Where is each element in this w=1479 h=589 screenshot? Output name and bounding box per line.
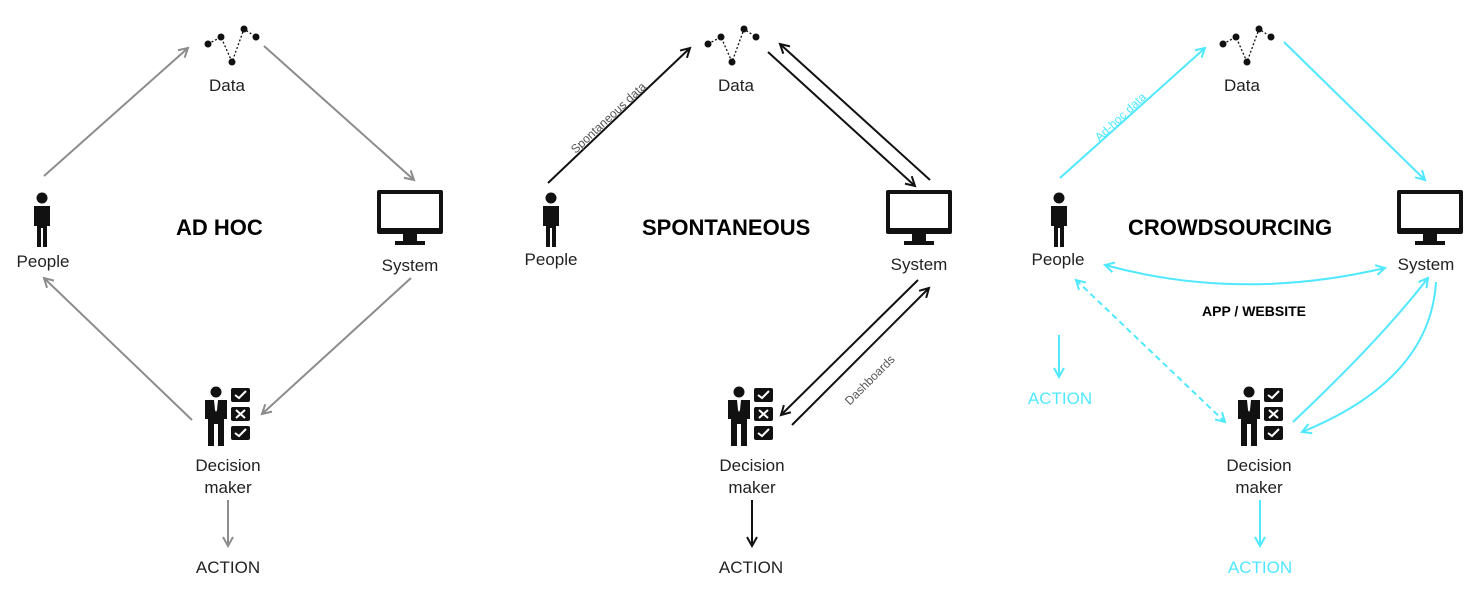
panel-title: CROWDSOURCING xyxy=(1128,215,1333,240)
people-action-label: ACTION xyxy=(1027,389,1093,408)
decision-maker-label: Decision maker xyxy=(1214,455,1304,499)
system-label: System xyxy=(381,256,439,275)
monitor-icon xyxy=(886,190,952,245)
panel-adhoc xyxy=(34,24,443,547)
data-label: Data xyxy=(1224,76,1260,95)
system-label: System xyxy=(1397,255,1455,274)
decision-label-line2: maker xyxy=(204,478,252,497)
arrow-system-to-decision xyxy=(1302,281,1437,432)
decision-label-line2: maker xyxy=(728,478,776,497)
person-icon xyxy=(34,192,50,247)
panel-spontaneous xyxy=(543,24,952,547)
decision-label-line1: Decision xyxy=(195,456,261,475)
arrow-people-decision-dashed xyxy=(1076,280,1225,422)
arrow-system-to-data xyxy=(780,44,931,181)
arrow-people-to-data xyxy=(547,48,690,184)
action-label: ACTION xyxy=(1227,558,1293,577)
arrow-decision-to-system xyxy=(791,288,929,426)
arrow-decision-to-people xyxy=(44,278,193,421)
data-dots-icon xyxy=(703,24,761,67)
decision-label-line1: Decision xyxy=(1226,456,1292,475)
decision-label-line2: maker xyxy=(1235,478,1283,497)
edge-label-app-website: APP / WEBSITE xyxy=(1202,303,1306,319)
person-icon xyxy=(543,192,559,247)
arrow-people-to-data xyxy=(43,48,188,177)
person-icon xyxy=(1051,192,1067,247)
monitor-icon xyxy=(377,190,443,245)
action-label: ACTION xyxy=(195,558,261,577)
arrow-system-to-decision xyxy=(262,277,412,414)
panel-crowdsourcing xyxy=(1051,24,1463,547)
action-label: ACTION xyxy=(718,558,784,577)
arrow-data-to-system xyxy=(263,45,414,180)
panel-title: SPONTANEOUS xyxy=(642,215,811,240)
decision-maker-icon xyxy=(204,385,251,447)
people-label: People xyxy=(1031,250,1085,269)
decision-maker-label: Decision maker xyxy=(707,455,797,499)
arrow-people-to-data xyxy=(1059,48,1205,179)
arrow-data-to-system xyxy=(767,51,915,186)
people-label: People xyxy=(524,250,578,269)
panel-title: AD HOC xyxy=(176,215,263,240)
arrow-decision-to-system xyxy=(1292,278,1428,423)
data-label: Data xyxy=(209,76,245,95)
data-dots-icon xyxy=(1218,24,1276,67)
people-label: People xyxy=(16,252,70,271)
system-label: System xyxy=(890,255,948,274)
arrow-people-system-bidirectional xyxy=(1105,265,1385,286)
decision-maker-label: Decision maker xyxy=(183,455,273,499)
data-dots-icon xyxy=(203,24,261,67)
arrow-data-to-system xyxy=(1283,41,1425,180)
arrow-system-to-decision xyxy=(781,279,919,415)
data-label: Data xyxy=(718,76,754,95)
decision-maker-icon xyxy=(1237,385,1284,447)
monitor-icon xyxy=(1397,190,1463,245)
decision-maker-icon xyxy=(727,385,774,447)
decision-label-line1: Decision xyxy=(719,456,785,475)
